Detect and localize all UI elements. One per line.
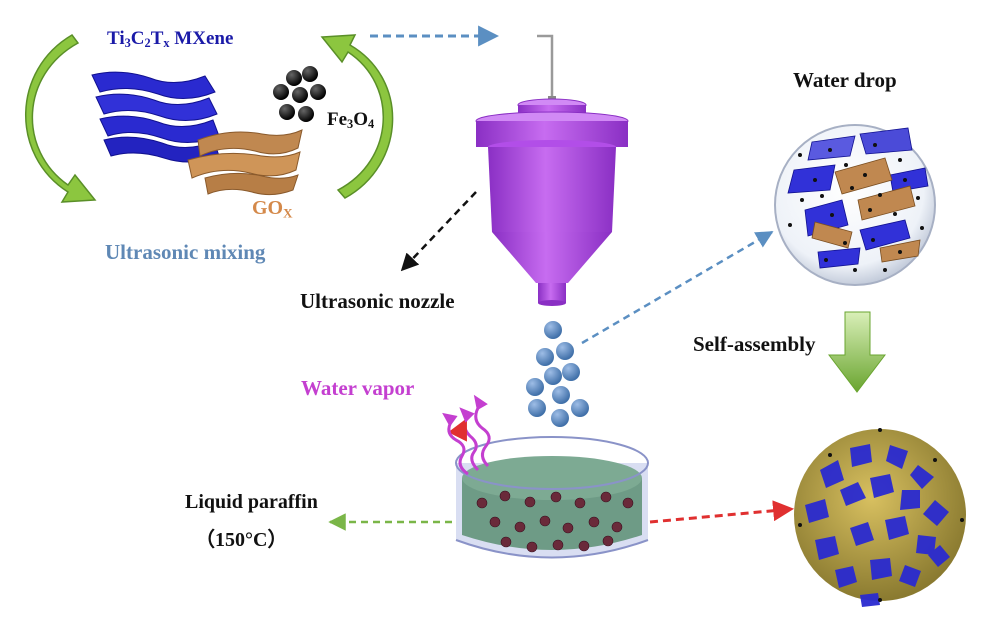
water-drop-zoom [774, 124, 936, 286]
fe3o4-label: Fe3O4 [327, 109, 375, 132]
water-vapor-label: Water vapor [301, 376, 415, 400]
self-assembly-label: Self-assembly [693, 332, 816, 356]
ultrasonic-mixing-label: Ultrasonic mixing [105, 240, 266, 264]
nozzle-label-arrow [400, 191, 477, 272]
mxene-label: Ti3C2Tx MXene [107, 28, 234, 51]
water-vapor-icon [442, 394, 491, 476]
mxene-sheets [91, 71, 220, 163]
liquid-paraffin-label: Liquid paraffin [185, 491, 318, 513]
zoom-arrow [581, 230, 774, 345]
paraffin-bath [455, 436, 649, 559]
microsphere [794, 428, 966, 607]
spray-droplets [526, 321, 589, 427]
gox-label: GOX [252, 197, 293, 221]
ultrasonic-nozzle [475, 96, 629, 306]
feed-tube [537, 34, 554, 102]
fe3o4-particles [273, 66, 326, 122]
self-assembly-arrow-icon [827, 311, 887, 393]
left-curved-arrow-icon [25, 34, 97, 203]
water-drop-label: Water drop [793, 68, 897, 92]
ultrasonic-nozzle-label: Ultrasonic nozzle [300, 289, 455, 313]
mixing-cycle-arrows [25, 34, 394, 203]
product-arrow [649, 500, 795, 524]
temperature-label: （150°C） [195, 529, 288, 551]
gox-sheets [187, 129, 303, 196]
right-curved-arrow-icon [320, 34, 394, 199]
